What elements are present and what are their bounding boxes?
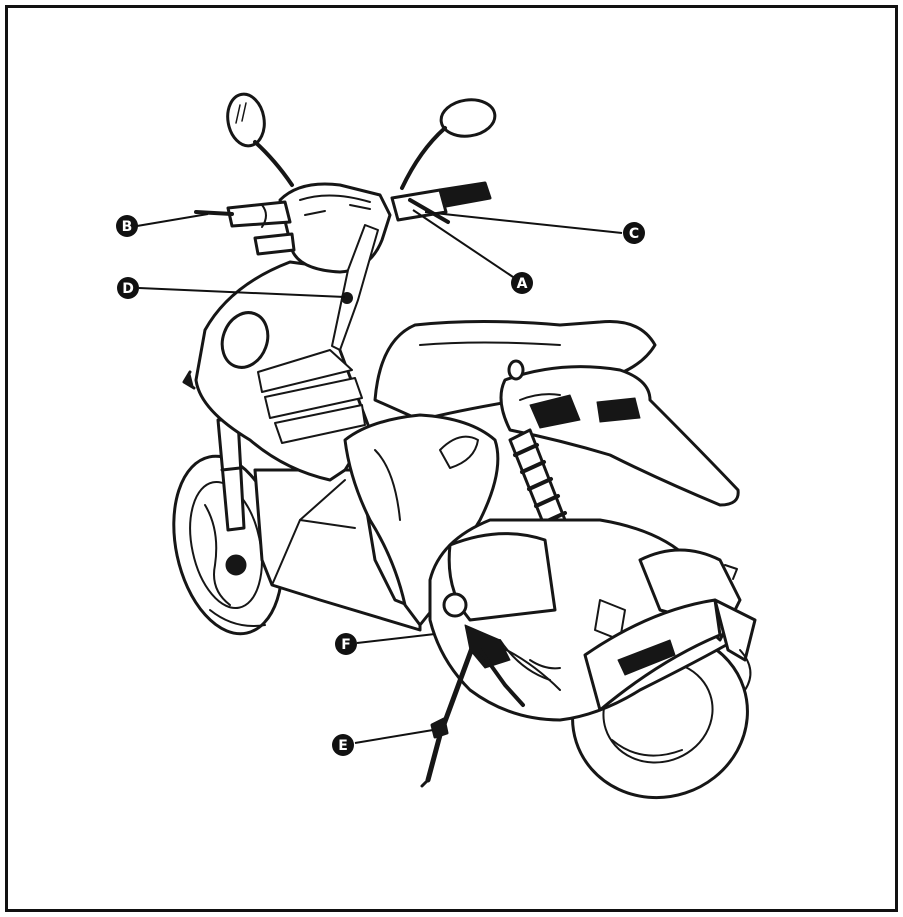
callout-b-label: B bbox=[122, 219, 133, 235]
callout-c-label: C bbox=[629, 226, 639, 242]
callout-d: D bbox=[117, 277, 139, 299]
callout-e: E bbox=[332, 734, 354, 756]
callout-c: C bbox=[623, 222, 645, 244]
callout-a: A bbox=[511, 272, 533, 294]
callout-e-label: E bbox=[338, 738, 348, 754]
callout-f-label: F bbox=[341, 637, 351, 653]
callout-a-label: A bbox=[517, 276, 528, 292]
column-indicator bbox=[341, 292, 353, 304]
callout-b: B bbox=[116, 215, 138, 237]
callout-f: F bbox=[335, 633, 357, 655]
callout-d-label: D bbox=[122, 281, 134, 297]
